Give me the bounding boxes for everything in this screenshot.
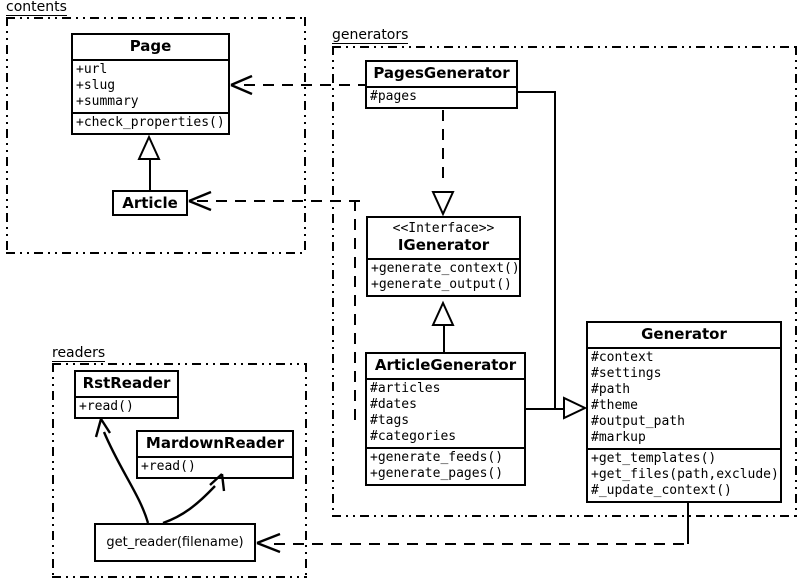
generalization-articlegenerator-to-generator [526, 408, 566, 410]
method: +read() [141, 459, 196, 474]
class-articlegenerator[interactable]: ArticleGenerator #articles #dates #tags … [365, 352, 526, 486]
package-readers-label: readers [52, 345, 106, 362]
package-generators-border-right [795, 46, 797, 517]
attribute: #path [591, 382, 631, 397]
dependency-articlegenerator-to-article-vertical [354, 200, 356, 424]
attribute: +slug [76, 78, 116, 93]
package-contents-border-right [304, 17, 306, 254]
generalization-pagesgenerator-to-generator-vertical [554, 91, 556, 410]
method: #_update_context() [591, 483, 732, 498]
class-articlegenerator-methods: +generate_feeds() +generate_pages() [367, 447, 524, 484]
package-contents-border-top [6, 17, 306, 19]
generalization-arrowhead-igenerator-bottom [431, 300, 455, 326]
package-readers-border-right [305, 363, 307, 578]
class-igenerator-methods: +generate_context() +generate_output() [368, 258, 520, 295]
method: +generate_context() [371, 261, 520, 276]
generalization-shared-stem-to-generator [554, 408, 568, 410]
attribute: #output_path [591, 414, 685, 429]
class-rstreader[interactable]: RstReader +read() [74, 370, 179, 419]
function-get-reader-label: get_reader(filename) [106, 535, 244, 550]
class-generator[interactable]: Generator #context #settings #path #them… [586, 321, 782, 503]
package-contents-border-bottom [6, 252, 306, 254]
method: +read() [79, 399, 134, 414]
class-pagesgenerator-attributes: #pages [367, 86, 516, 107]
attribute: #dates [370, 397, 417, 412]
class-pagesgenerator-title: PagesGenerator [373, 64, 510, 82]
attribute: +url [76, 62, 108, 77]
generalization-articlegenerator-to-igenerator [443, 324, 445, 352]
package-readers-border-bottom [52, 576, 307, 578]
class-page[interactable]: Page +url +slug +summary +check_properti… [71, 33, 230, 135]
class-mardownreader[interactable]: MardownReader +read() [136, 430, 294, 479]
package-generators-border-top [332, 46, 797, 48]
generalization-article-to-page-stem [149, 156, 151, 190]
class-articlegenerator-title: ArticleGenerator [374, 356, 517, 374]
attribute: #markup [591, 430, 646, 445]
method: +generate_feeds() [370, 450, 504, 465]
class-article[interactable]: Article [112, 190, 188, 216]
class-igenerator-name: IGenerator [397, 236, 490, 254]
class-generator-attributes: #context #settings #path #theme #output_… [588, 347, 780, 448]
class-page-attributes: +url +slug +summary [73, 59, 228, 112]
attribute: #pages [370, 89, 417, 104]
class-pagesgenerator[interactable]: PagesGenerator #pages [365, 60, 518, 109]
method: +check_properties() [76, 115, 225, 130]
dependency-articlegenerator-to-article-horizontal [197, 200, 367, 202]
attribute: #settings [591, 366, 662, 381]
attribute: #theme [591, 398, 638, 413]
class-rstreader-title: RstReader [82, 374, 171, 392]
package-readers-border-top [52, 363, 307, 365]
attribute: #tags [370, 413, 410, 428]
realization-arrowhead-igenerator [431, 191, 455, 217]
attribute: #articles [370, 381, 441, 396]
package-generators-border-left [332, 46, 334, 517]
function-get-reader[interactable]: get_reader(filename) [94, 523, 256, 562]
class-generator-title: Generator [641, 325, 727, 343]
class-generator-methods: +get_templates() +get_files(path,exclude… [588, 448, 780, 501]
generalization-pagesgenerator-to-generator-top [518, 91, 556, 93]
dependency-pagesgenerator-to-page [244, 84, 366, 86]
class-igenerator-stereotype: <<Interface>> [392, 221, 495, 236]
class-page-title: Page [129, 37, 172, 55]
creates-arrowhead-rstreader [94, 418, 112, 438]
dependency-generator-to-getreader-horizontal [274, 543, 688, 545]
attribute: #categories [370, 429, 457, 444]
class-igenerator[interactable]: <<Interface>> IGenerator +generate_conte… [366, 216, 521, 297]
package-contents-border-left [6, 17, 8, 254]
package-contents-label: contents [6, 0, 67, 16]
method: +get_files(path,exclude) [591, 467, 779, 482]
package-readers-border-left [52, 363, 54, 578]
attribute: +summary [76, 94, 139, 109]
class-article-title: Article [122, 194, 178, 212]
package-generators-border-bottom [332, 515, 797, 517]
class-igenerator-title: <<Interface>> IGenerator [368, 218, 519, 258]
method: +generate_output() [371, 277, 512, 292]
dependency-generator-to-getreader-vertical [687, 501, 689, 544]
class-mardownreader-title: MardownReader [145, 434, 285, 452]
class-articlegenerator-attributes: #articles #dates #tags #categories [367, 378, 524, 447]
method: +get_templates() [591, 451, 717, 466]
class-page-methods: +check_properties() [73, 112, 228, 133]
attribute: #context [591, 350, 654, 365]
creates-curve-mardownreader [162, 485, 216, 525]
realization-pagesgenerator-to-igenerator [442, 110, 444, 186]
class-rstreader-methods: +read() [76, 396, 177, 417]
method: +generate_pages() [370, 466, 504, 481]
package-generators-label: generators [332, 27, 409, 44]
class-mardownreader-methods: +read() [138, 456, 292, 477]
